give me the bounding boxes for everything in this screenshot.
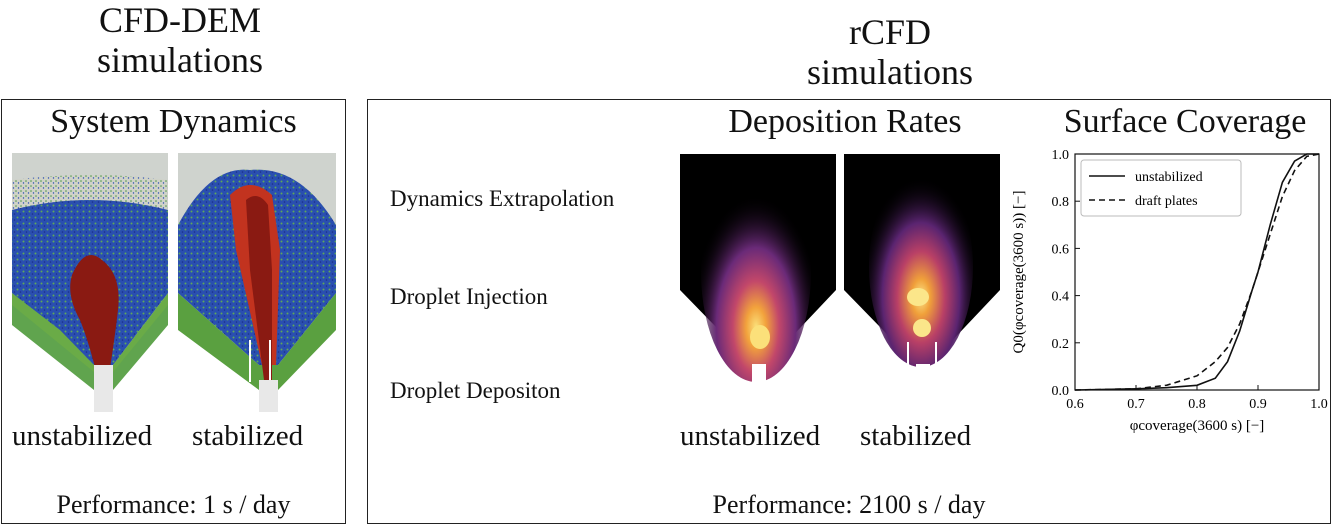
stabilized-particle-image — [178, 153, 336, 412]
deposition-unstabilized-image — [680, 154, 836, 410]
deposition-rates-title: Deposition Rates — [728, 103, 962, 140]
x-axis-label: φcoverage(3600 s) [−] — [1130, 418, 1265, 434]
cfd-dem-images — [12, 153, 336, 412]
rcfd-panel — [367, 99, 1331, 524]
x-tick-label: 0.6 — [1066, 397, 1084, 412]
y-axis-label: Q0(φcoverage(3600 s)) [−] — [1011, 191, 1027, 354]
y-tick-label: 0.0 — [1052, 384, 1070, 399]
step-droplet-deposition: Droplet Depositon — [390, 378, 561, 403]
axis-ticks: 0.6 0.7 0.8 0.9 1.0 0.0 0.2 0.4 0.6 0.8 1.0 — [1052, 148, 1328, 412]
deposition-stabilized-image — [844, 154, 1000, 410]
left-performance: Performance: 1 s / day — [56, 490, 291, 519]
deposition-rate-images — [680, 154, 1000, 410]
legend-box — [1080, 159, 1242, 217]
cfd-dem-panel — [1, 99, 346, 524]
legend-label: draft plates — [1135, 194, 1198, 209]
system-dynamics-title: System Dynamics — [50, 103, 297, 140]
y-tick-label: 0.2 — [1052, 337, 1070, 352]
series-line-draft-plates — [1074, 153, 1320, 391]
right-label-unstabilized: unstabilized — [680, 420, 821, 452]
rcfd-title: rCFD simulations — [750, 12, 1030, 92]
unstabilized-particle-image — [12, 153, 168, 412]
legend-label: unstabilized — [1135, 170, 1203, 185]
y-tick-label: 1.0 — [1052, 148, 1070, 163]
step-droplet-injection: Droplet Injection — [390, 284, 548, 309]
series-line-unstabilized — [1074, 153, 1319, 391]
cfd-dem-title-line2: simulations — [96, 40, 263, 80]
y-tick-label: 0.6 — [1052, 242, 1070, 257]
series-lines — [1074, 153, 1320, 391]
right-label-stabilized: stabilized — [860, 420, 972, 452]
x-tick-label: 0.9 — [1249, 397, 1267, 412]
rcfd-title-line2: simulations — [806, 52, 973, 92]
left-label-stabilized: stabilized — [192, 420, 304, 452]
rcfd-title-line1: rCFD — [848, 12, 932, 52]
x-tick-label: 1.0 — [1310, 397, 1328, 412]
cfd-dem-title: CFD-DEM simulations — [40, 0, 320, 80]
surface-coverage-chart: 0.6 0.7 0.8 0.9 1.0 0.0 0.2 0.4 0.6 0.8 1.0 unstab… — [1011, 148, 1328, 434]
legend: unstabilized draft plates — [1080, 159, 1242, 217]
x-tick-label: 0.8 — [1188, 397, 1206, 412]
surface-coverage-title: Surface Coverage — [1063, 103, 1307, 140]
y-tick-label: 0.8 — [1052, 195, 1070, 210]
y-tick-label: 0.4 — [1052, 290, 1070, 305]
x-tick-label: 0.7 — [1127, 397, 1145, 412]
step-dynamics-extrapolation: Dynamics Extrapolation — [390, 186, 615, 211]
right-performance: Performance: 2100 s / day — [712, 490, 986, 519]
left-label-unstabilized: unstabilized — [12, 420, 153, 452]
cfd-dem-title-line1: CFD-DEM — [98, 0, 262, 40]
